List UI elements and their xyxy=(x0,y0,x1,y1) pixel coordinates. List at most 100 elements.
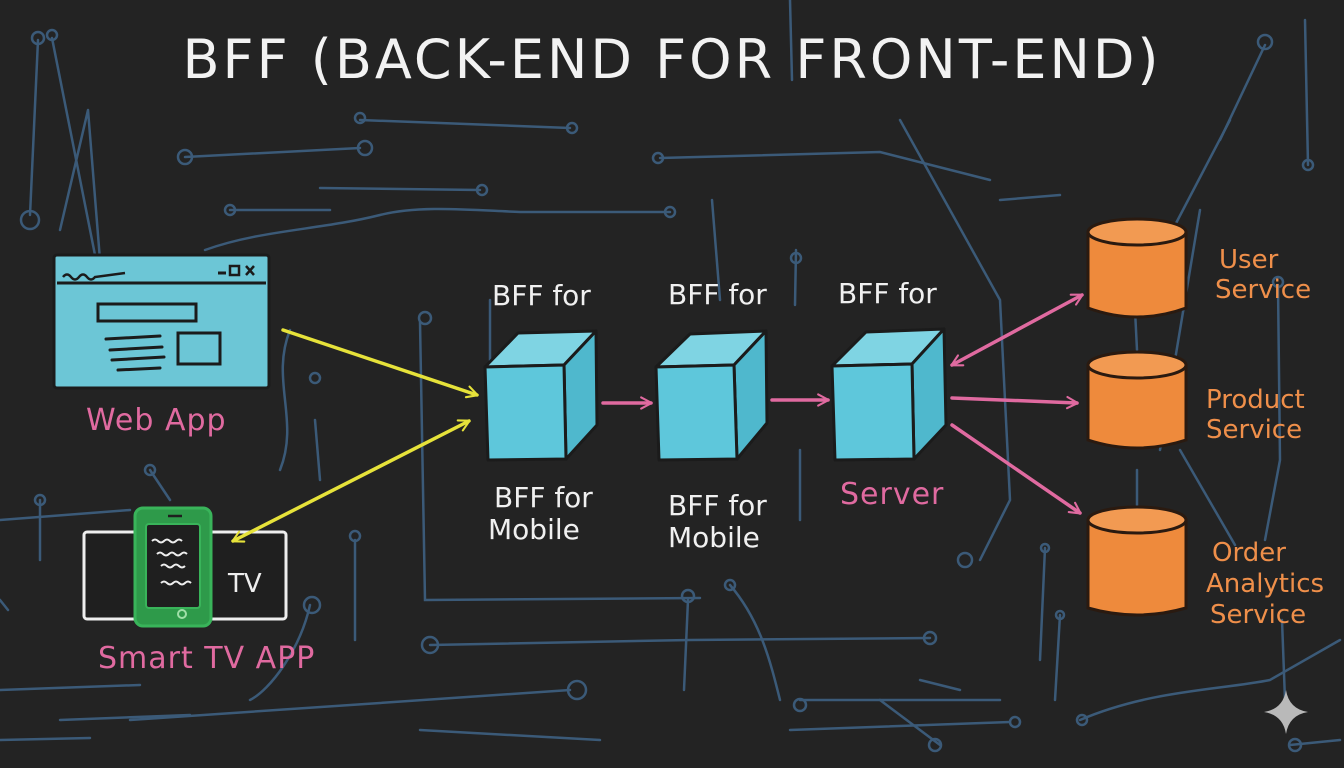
database-icon xyxy=(1086,350,1188,450)
network-line xyxy=(128,688,572,722)
network-node xyxy=(1271,275,1285,289)
bff-cube-2 xyxy=(654,329,769,462)
network-node xyxy=(1008,715,1022,729)
network-line xyxy=(788,720,1012,732)
network-node xyxy=(1287,737,1303,753)
network-line xyxy=(58,108,102,262)
service-db-product xyxy=(1086,350,1188,450)
network-line xyxy=(203,207,672,252)
network-line xyxy=(428,636,932,647)
network-node xyxy=(475,183,489,197)
cube-icon xyxy=(654,329,769,462)
network-line xyxy=(248,603,312,702)
network-node xyxy=(19,209,41,231)
service-db-user xyxy=(1086,217,1188,319)
network-line xyxy=(658,150,992,182)
network-node xyxy=(922,630,938,646)
diagram-title: BFF (BACK-END FOR FRONT-END) xyxy=(182,28,1162,91)
user-service-label: User Service xyxy=(1215,245,1312,306)
network-node xyxy=(143,463,157,477)
arrow-bff3-product xyxy=(950,395,1079,410)
network-line xyxy=(358,118,572,130)
network-line xyxy=(318,186,482,192)
arrow-tv-bff1 xyxy=(231,419,471,543)
network-line xyxy=(793,248,802,522)
network-line xyxy=(682,598,690,692)
network-node xyxy=(1301,158,1315,172)
network-node xyxy=(789,251,803,265)
bff-3-top-label: BFF for xyxy=(838,277,937,310)
network-line xyxy=(313,418,322,482)
network-node xyxy=(308,371,322,385)
network-line xyxy=(1263,283,1282,542)
bff-1-top-label: BFF for xyxy=(492,279,591,312)
network-line xyxy=(1053,613,1062,702)
tv-with-phone-icon xyxy=(82,506,288,628)
network-node xyxy=(566,679,588,701)
network-node xyxy=(176,148,194,166)
network-node xyxy=(1256,33,1274,51)
network-line xyxy=(0,598,10,612)
bff-2-top-label: BFF for xyxy=(668,278,767,311)
network-line xyxy=(1303,18,1310,167)
network-line xyxy=(0,683,192,722)
network-node xyxy=(565,121,579,135)
smart-tv-client: TV xyxy=(82,506,288,628)
network-node xyxy=(417,310,433,326)
sparkle-icon xyxy=(1264,690,1308,734)
network-node xyxy=(723,578,737,592)
network-line xyxy=(1288,738,1342,747)
arrow-web-to-bff1 xyxy=(281,328,479,399)
network-node xyxy=(353,111,367,125)
network-line xyxy=(278,328,292,472)
database-icon xyxy=(1086,505,1188,617)
network-node xyxy=(663,205,677,219)
network-node xyxy=(1075,713,1089,727)
user-service-line-2: Service xyxy=(1215,274,1312,305)
network-line xyxy=(1038,546,1047,662)
web-app-label: Web App xyxy=(86,403,227,438)
order-service-line-3: Service xyxy=(1210,600,1307,631)
connections xyxy=(231,293,1084,543)
network-line xyxy=(1078,638,1342,722)
bff-cube-1 xyxy=(483,329,599,462)
network-line xyxy=(788,0,1002,702)
network-line xyxy=(418,728,602,742)
network-line xyxy=(878,678,962,747)
bff-2-bottom-line-1: BFF for xyxy=(668,489,767,522)
network-node xyxy=(30,30,46,46)
bff-1-bottom-line-1: BFF for xyxy=(494,481,593,514)
bff-2-bottom-label: BFF for Mobile xyxy=(668,489,767,555)
order-service-line-1: Order xyxy=(1212,538,1286,568)
network-node xyxy=(33,493,47,507)
network-line xyxy=(1280,618,1287,702)
network-line xyxy=(50,36,97,257)
bff-1-bottom-line-2: Mobile xyxy=(488,513,580,547)
order-service-line-2: Analytics xyxy=(1206,569,1325,600)
bff-2-bottom-line-2: Mobile xyxy=(668,521,760,555)
bff-1-bottom-label: BFF for Mobile xyxy=(488,481,593,547)
network-node xyxy=(927,737,943,753)
network-line xyxy=(183,146,362,159)
network-node xyxy=(956,551,974,569)
browser-window-icon xyxy=(52,253,271,390)
network-node xyxy=(1039,542,1051,554)
network-node xyxy=(356,139,374,157)
network-line xyxy=(1178,448,1237,547)
product-service-label: Product Service xyxy=(1206,385,1305,446)
background-network xyxy=(0,0,1342,753)
web-app-client xyxy=(52,253,271,390)
tv-screen-label: TV xyxy=(227,569,262,599)
arrow-bff3-user xyxy=(950,293,1084,367)
service-db-order xyxy=(1086,505,1188,617)
network-line xyxy=(28,38,40,217)
network-node xyxy=(45,28,59,42)
bff-3-bottom-label: Server xyxy=(840,477,945,512)
network-node xyxy=(680,588,696,604)
arrow-bff3-order xyxy=(950,423,1082,515)
network-node xyxy=(792,697,808,713)
network-node xyxy=(302,595,322,615)
network-line xyxy=(728,583,782,702)
network-line xyxy=(0,736,92,742)
